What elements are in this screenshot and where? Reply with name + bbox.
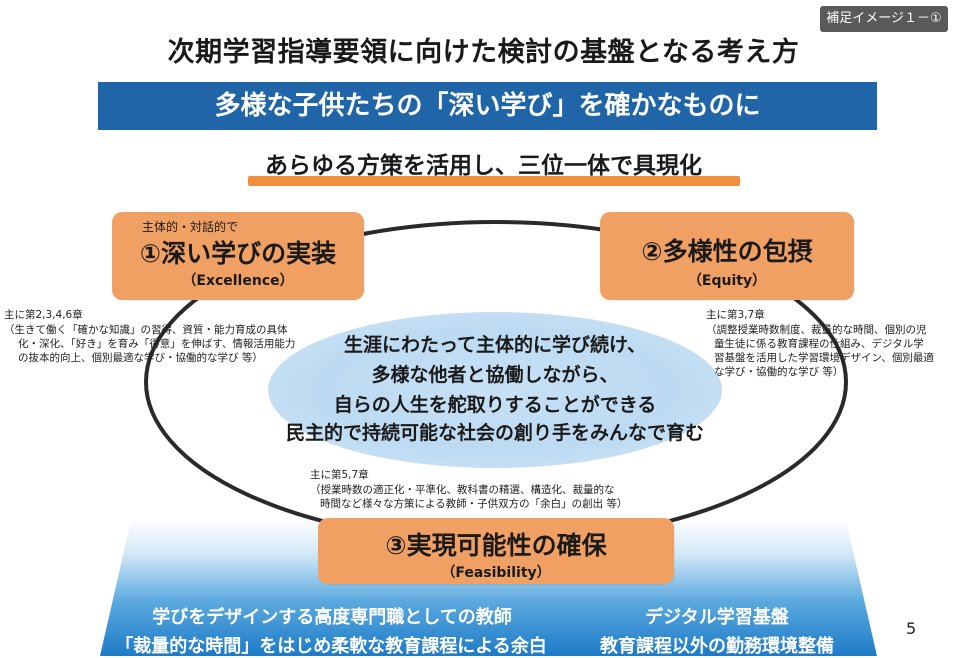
excellence-detail-2: 化・深化、「好き」を育み「得意」を伸ばす、情報活用能力 xyxy=(18,338,296,350)
center-statement-line-1: 生涯にわたって主体的に学び続け、 xyxy=(343,334,647,356)
subtitle-underline xyxy=(248,176,740,186)
equity-detail-3: 習基盤を活用した学習環境デザイン、個別最適 xyxy=(714,352,934,364)
pillar-equity: ②多様性の包摂 （Equity） xyxy=(600,212,854,300)
center-statement-line-4: 民主的で持続可能な社会の創り手をみんなで育む xyxy=(285,422,704,444)
pillar-excellence: 主体的・対話的で ①深い学びの実装 （Excellence） xyxy=(112,212,364,300)
excellence-detail-3: の抜本的向上、個別最適な学び・協働的な学び 等） xyxy=(18,352,263,364)
pillar-excellence-prefix: 主体的・対話的で xyxy=(142,220,239,234)
center-statement-line-3: 自らの人生を舵取りすることができる xyxy=(333,394,657,416)
page-title: 次期学習指導要領に向けた検討の基盤となる考え方 xyxy=(167,37,800,68)
center-oval xyxy=(268,312,722,468)
center-statement-line-2: 多様な他者と協働しながら、 xyxy=(371,364,619,386)
feasibility-detail-2: 時間など様々な方策による教師・子供双方の「余白」の創出 等） xyxy=(320,498,628,510)
foundation-right-2: 教育課程以外の勤務環境整備 xyxy=(600,636,834,657)
pillar-feasibility: ③実現可能性の確保 （Feasibility） xyxy=(318,518,674,584)
foundation-left-2: 「裁量的な時間」をはじめ柔軟な教育課程による余白 xyxy=(115,636,547,657)
theme-banner: 多様な子供たちの「深い学び」を確かなものに xyxy=(98,82,877,130)
pillar-feasibility-title: ③実現可能性の確保 xyxy=(385,531,607,560)
supplement-tag: 補足イメージ１－① xyxy=(820,6,948,32)
equity-chapters: 主に第3,7章 xyxy=(706,309,765,321)
pillar-excellence-english: （Excellence） xyxy=(182,273,294,289)
page-number: 5 xyxy=(906,619,917,638)
equity-detail-4: な学び・協働的な学び 等） xyxy=(714,366,844,378)
feasibility-detail-1: （授業時数の適正化・平準化、教科書の精選、構造化、裁量的な xyxy=(310,484,615,496)
excellence-chapters: 主に第2,3,4,6章 xyxy=(4,309,83,321)
foundation-right-1: デジタル学習基盤 xyxy=(645,607,789,628)
pillar-feasibility-english: （Feasibility） xyxy=(441,565,551,581)
pillar-excellence-title: ①深い学びの実装 xyxy=(139,239,337,268)
equity-detail-1: （調整授業時数制度、裁量的な時間、個別の児 xyxy=(706,324,927,336)
pillar-equity-english: （Equity） xyxy=(687,273,767,289)
feasibility-chapters: 主に第5,7章 xyxy=(310,469,369,481)
equity-detail-2: 童生徒に係る教育課程の仕組み、デジタル学 xyxy=(714,338,924,350)
pillar-equity-title: ②多様性の包摂 xyxy=(641,237,813,266)
subtitle: あらゆる方策を活用し、三位一体で具現化 xyxy=(265,153,702,179)
foundation-left-1: 学びをデザインする高度専門職としての教師 xyxy=(152,607,512,628)
excellence-detail-1: （生きて働く「確かな知識」の習得、資質・能力育成の具体 xyxy=(4,324,288,336)
